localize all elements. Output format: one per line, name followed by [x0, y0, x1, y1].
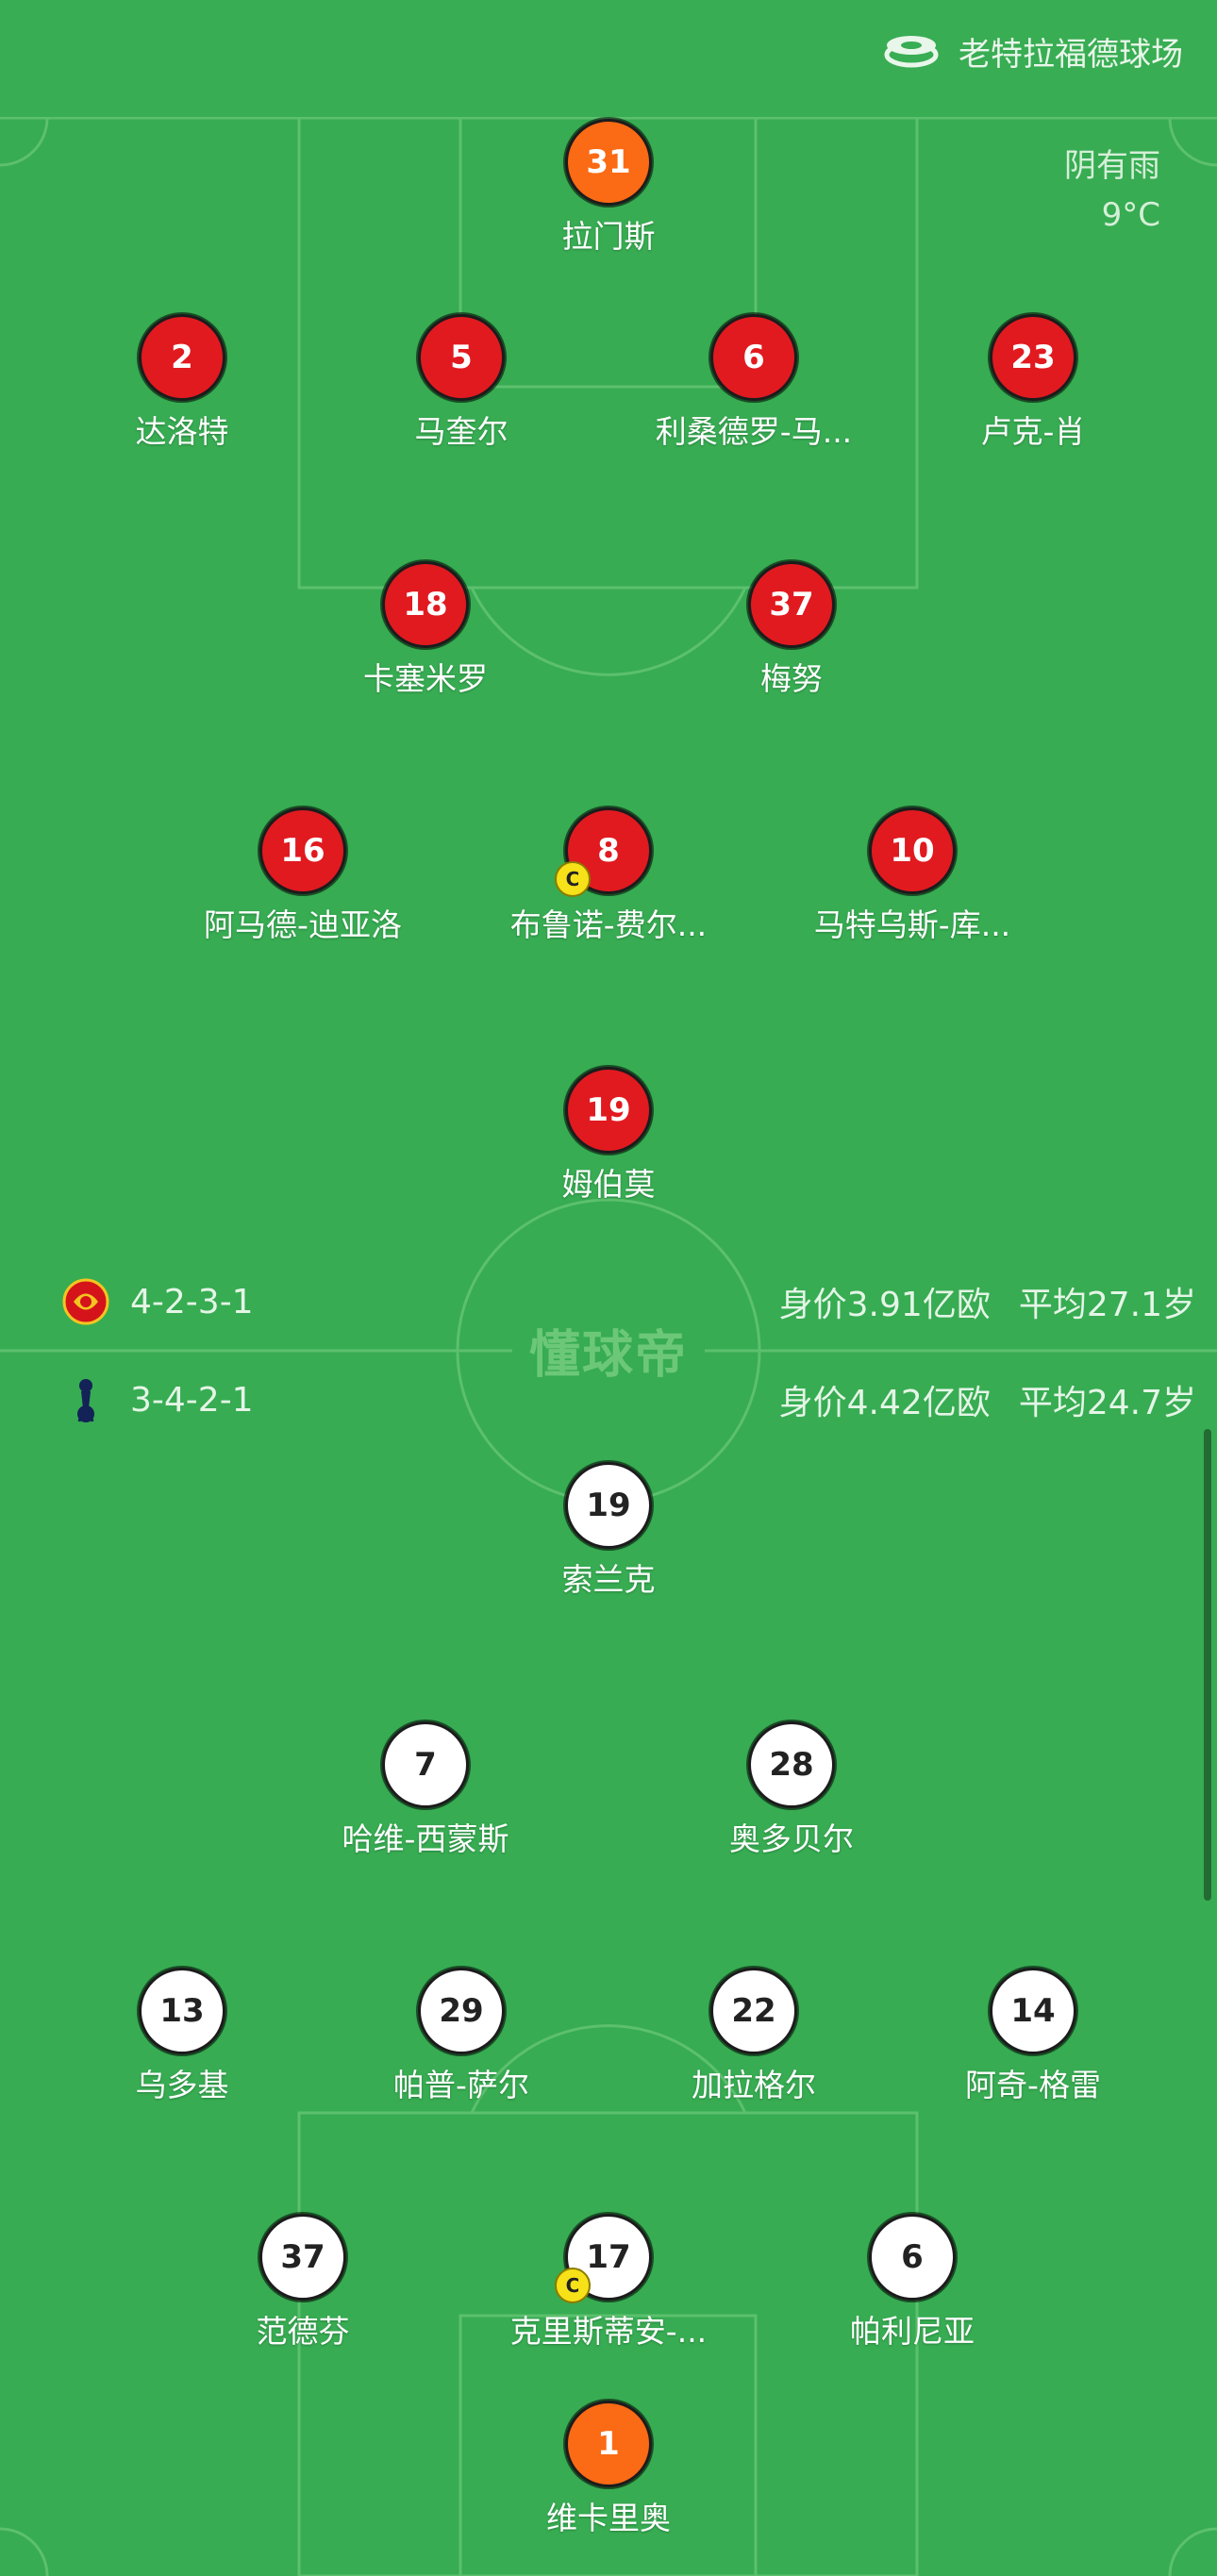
- player-number-badge: 17 C: [555, 2214, 652, 2303]
- player-number-badge: 16: [259, 807, 346, 894]
- player-away-center-back-2[interactable]: 17 C 克里斯蒂安-...: [486, 2214, 731, 2352]
- watermark: 懂球帝: [512, 1312, 705, 1388]
- player-name: 卢克-肖: [980, 413, 1086, 450]
- player-number-badge: 13: [139, 1968, 225, 2054]
- away-team-formation-row: 3-4-2-1: [62, 1371, 254, 1428]
- player-name: 乌多基: [135, 2067, 229, 2103]
- player-name: 克里斯蒂安-...: [509, 2313, 708, 2350]
- player-name: 加拉格尔: [692, 2067, 816, 2103]
- player-name: 布鲁诺-费尔...: [509, 906, 708, 943]
- player-name: 阿马德-迪亚洛: [204, 906, 402, 943]
- home-value: 身价3.91亿欧: [778, 1286, 991, 1324]
- player-number-badge: 29: [418, 1968, 505, 2054]
- away-team-stats: 身价4.42亿欧 平均24.7岁: [779, 1371, 1196, 1428]
- venue-name: 老特拉福德球场: [959, 35, 1183, 74]
- player-away-wing-back-2[interactable]: 14 阿奇-格雷: [910, 1968, 1156, 2105]
- player-number-badge: 7: [382, 1721, 469, 1808]
- player-number-badge: 8 C: [555, 807, 652, 897]
- player-name: 梅努: [760, 660, 823, 697]
- weather-condition: 阴有雨: [1064, 147, 1160, 185]
- home-team-formation-row: 4-2-3-1: [62, 1273, 254, 1330]
- player-home-right-back[interactable]: 2 达洛特: [59, 314, 305, 452]
- player-number-badge: 28: [748, 1721, 835, 1808]
- player-away-center-back-3[interactable]: 6 帕利尼亚: [790, 2214, 1035, 2352]
- player-name: 奥多贝尔: [729, 1820, 854, 1857]
- player-away-wing-back-1[interactable]: 13 乌多基: [59, 1968, 305, 2105]
- venue: 老特拉福德球场: [883, 25, 1183, 77]
- scrollbar[interactable]: [1204, 1429, 1211, 1901]
- header-bar: 老特拉福德球场: [0, 0, 1217, 117]
- player-name: 姆伯莫: [561, 1166, 656, 1203]
- player-number-badge: 23: [990, 314, 1076, 401]
- player-number-badge: 18: [382, 561, 469, 648]
- player-number-badge: 22: [710, 1968, 797, 2054]
- player-name: 帕普-萨尔: [393, 2067, 529, 2103]
- player-home-attacking-mid[interactable]: 8 C 布鲁诺-费尔...: [486, 807, 731, 945]
- player-number-badge: 1: [565, 2401, 652, 2487]
- player-away-central-mid-1[interactable]: 29 帕普-萨尔: [339, 1968, 584, 2105]
- captain-badge-icon: C: [555, 861, 591, 897]
- player-home-center-back-1[interactable]: 5 马奎尔: [339, 314, 584, 452]
- away-formation: 3-4-2-1: [130, 1380, 254, 1420]
- player-name: 维卡里奥: [546, 2500, 671, 2536]
- player-number-badge: 6: [869, 2214, 956, 2301]
- home-formation: 4-2-3-1: [130, 1282, 254, 1321]
- player-away-striker[interactable]: 19 索兰克: [486, 1462, 731, 1600]
- player-number: 8: [597, 832, 620, 870]
- manchester-united-crest-icon: [62, 1278, 109, 1325]
- player-name: 阿奇-格雷: [965, 2067, 1101, 2103]
- player-number-badge: 19: [565, 1462, 652, 1549]
- player-away-central-mid-2[interactable]: 22 加拉格尔: [631, 1968, 876, 2105]
- weather-temperature: 9°C: [1101, 196, 1160, 234]
- player-home-left-back[interactable]: 23 卢克-肖: [910, 314, 1156, 452]
- player-number-badge: 10: [869, 807, 956, 894]
- player-home-gk[interactable]: 31 拉门斯: [486, 119, 731, 257]
- stadium-icon: [884, 36, 939, 68]
- player-away-attacking-mid-2[interactable]: 28 奥多贝尔: [669, 1721, 914, 1859]
- player-number-badge: 2: [139, 314, 225, 401]
- home-avg-age: 平均27.1岁: [1018, 1286, 1196, 1324]
- player-home-center-back-2[interactable]: 6 利桑德罗-马...: [631, 314, 876, 452]
- player-name: 利桑德罗-马...: [655, 413, 853, 450]
- player-name: 卡塞米罗: [363, 660, 488, 697]
- player-home-striker[interactable]: 19 姆伯莫: [486, 1067, 731, 1205]
- player-home-defensive-mid-1[interactable]: 18 卡塞米罗: [303, 561, 548, 699]
- player-name: 马特乌斯-库...: [813, 906, 1011, 943]
- player-away-gk[interactable]: 1 维卡里奥: [486, 2401, 731, 2538]
- player-name: 索兰克: [561, 1561, 656, 1598]
- player-home-left-wing[interactable]: 10 马特乌斯-库...: [790, 807, 1035, 945]
- tottenham-crest-icon: [77, 1379, 94, 1422]
- player-home-defensive-mid-2[interactable]: 37 梅努: [669, 561, 914, 699]
- player-number-badge: 31: [565, 119, 652, 206]
- player-number-badge: 37: [748, 561, 835, 648]
- weather-info: 阴有雨 9°C: [1064, 141, 1160, 240]
- player-number-badge: 37: [259, 2214, 346, 2301]
- player-name: 马奎尔: [414, 413, 508, 450]
- away-value: 身价4.42亿欧: [778, 1384, 991, 1422]
- player-home-right-wing[interactable]: 16 阿马德-迪亚洛: [180, 807, 425, 945]
- player-away-attacking-mid-1[interactable]: 7 哈维-西蒙斯: [303, 1721, 548, 1859]
- player-number-badge: 5: [418, 314, 505, 401]
- away-avg-age: 平均24.7岁: [1018, 1384, 1196, 1422]
- player-number-badge: 6: [710, 314, 797, 401]
- player-name: 帕利尼亚: [850, 2313, 975, 2350]
- player-number: 17: [586, 2238, 631, 2276]
- player-name: 拉门斯: [561, 218, 656, 255]
- player-name: 哈维-西蒙斯: [342, 1820, 509, 1857]
- home-team-stats: 身价3.91亿欧 平均27.1岁: [779, 1273, 1196, 1330]
- player-number-badge: 19: [565, 1067, 652, 1154]
- captain-badge-icon: C: [555, 2268, 591, 2303]
- player-number-badge: 14: [990, 1968, 1076, 2054]
- player-name: 达洛特: [135, 413, 229, 450]
- player-away-center-back-1[interactable]: 37 范德芬: [180, 2214, 425, 2352]
- player-name: 范德芬: [256, 2313, 350, 2350]
